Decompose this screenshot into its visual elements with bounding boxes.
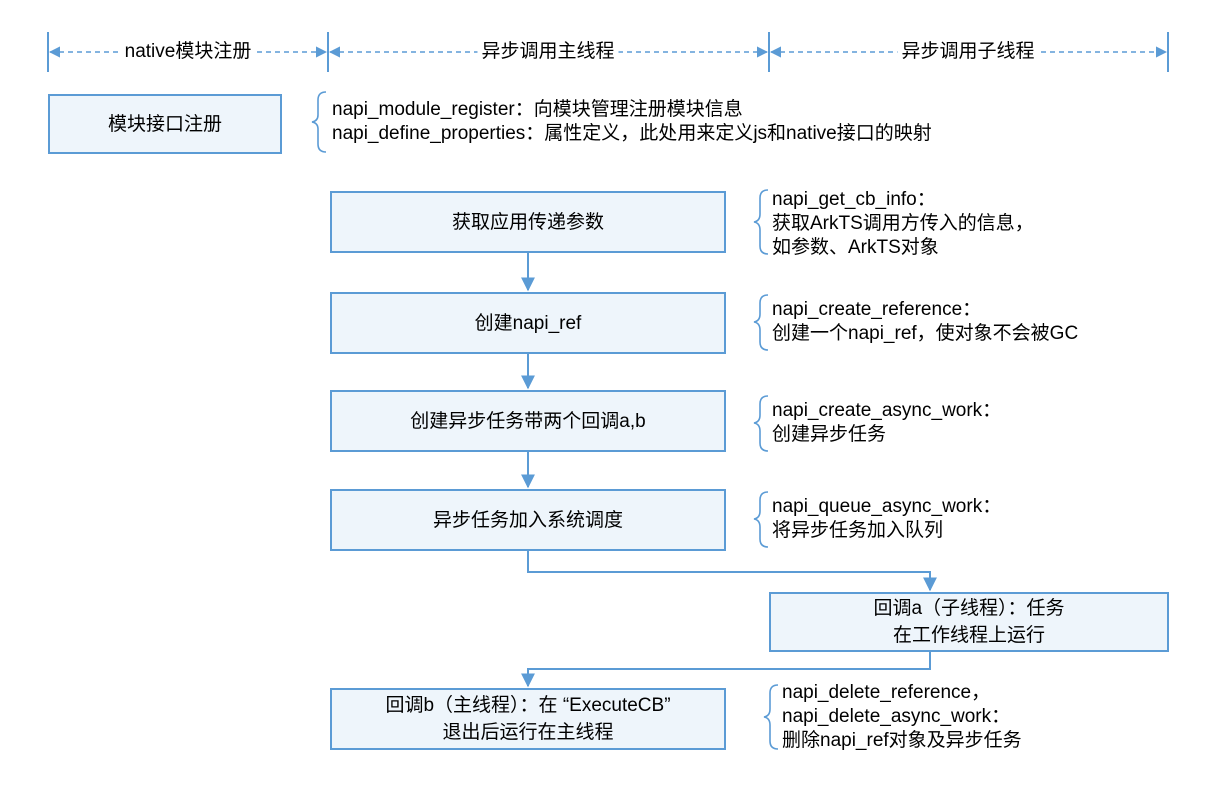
step-box-create-ref: 创建napi_ref [330, 292, 726, 354]
step-note-line: 如参数、ArkTS对象 [772, 237, 939, 258]
step-box-create-async-work: 创建异步任务带两个回调a,b [330, 390, 726, 452]
callback-b-note: napi_delete_reference， napi_delete_async… [782, 681, 1022, 753]
step-note-get-cb-info: napi_get_cb_info： 获取ArkTS调用方传入的信息， 如参数、A… [772, 188, 1034, 260]
callback-b-label-line: 退出后运行在主线程 [442, 722, 614, 743]
step-box-queue-async-work: 异步任务加入系统调度 [330, 489, 726, 551]
callback-b-note-line: 删除napi_ref对象及异步任务 [782, 730, 1022, 751]
callback-b-note-line: napi_delete_async_work： [782, 706, 1011, 727]
callback-b-note-brace [763, 684, 779, 750]
step-note-line: napi_get_cb_info： [772, 189, 936, 210]
arrow-step4-to-callback-a [527, 551, 937, 592]
step-box-label: 获取应用传递参数 [451, 211, 604, 233]
step-note-line: napi_queue_async_work： [772, 496, 1002, 517]
step-note-line: napi_create_reference： [772, 299, 982, 320]
callback-b-label-line: 回调b（主线程）：在 “ExecuteCB” [385, 695, 671, 716]
step2-note-brace [753, 294, 769, 351]
step-note-create-reference: napi_create_reference： 创建一个napi_ref，使对象不… [772, 298, 1078, 346]
step-note-line: 将异步任务加入队列 [772, 520, 944, 541]
register-note-line: napi_module_register：向模块管理注册模块信息 [332, 99, 743, 120]
step-note-create-async-work: napi_create_async_work： 创建异步任务 [772, 399, 1001, 447]
callback-a-label-line: 回调a（子线程）：任务 [873, 598, 1065, 619]
callback-b-note-line: napi_delete_reference， [782, 682, 991, 703]
register-box: 模块接口注册 [48, 94, 282, 154]
step1-note-brace [753, 189, 769, 255]
step-note-queue-async-work: napi_queue_async_work： 将异步任务加入队列 [772, 495, 1001, 543]
callback-b-box: 回调b（主线程）：在 “ExecuteCB” 退出后运行在主线程 [330, 688, 726, 750]
step-note-line: 获取ArkTS调用方传入的信息， [772, 213, 1034, 234]
arrow-callback-a-to-callback-b [521, 652, 931, 688]
step-note-line: 创建一个napi_ref，使对象不会被GC [772, 323, 1079, 344]
callback-a-label-line: 在工作线程上运行 [892, 625, 1045, 646]
step3-note-brace [753, 395, 769, 452]
register-note-brace [311, 91, 327, 153]
register-note-line: napi_define_properties：属性定义，此处用来定义js和nat… [332, 123, 932, 144]
phase3-label: 异步调用子线程 [897, 40, 1039, 64]
step-box-get-params: 获取应用传递参数 [330, 191, 726, 253]
phase2-label: 异步调用主线程 [477, 40, 619, 64]
phase1-label: native模块注册 [120, 40, 256, 64]
step4-note-brace [753, 491, 769, 548]
step-box-label: 异步任务加入系统调度 [432, 509, 623, 531]
register-box-label: 模块接口注册 [107, 113, 222, 135]
step-box-label: 创建异步任务带两个回调a,b [410, 410, 646, 432]
step-note-line: napi_create_async_work： [772, 400, 1002, 421]
step-box-label: 创建napi_ref [474, 312, 582, 334]
step-note-line: 创建异步任务 [772, 424, 887, 445]
callback-a-box: 回调a（子线程）：任务 在工作线程上运行 [769, 592, 1169, 652]
register-note: napi_module_register：向模块管理注册模块信息 napi_de… [332, 98, 932, 146]
